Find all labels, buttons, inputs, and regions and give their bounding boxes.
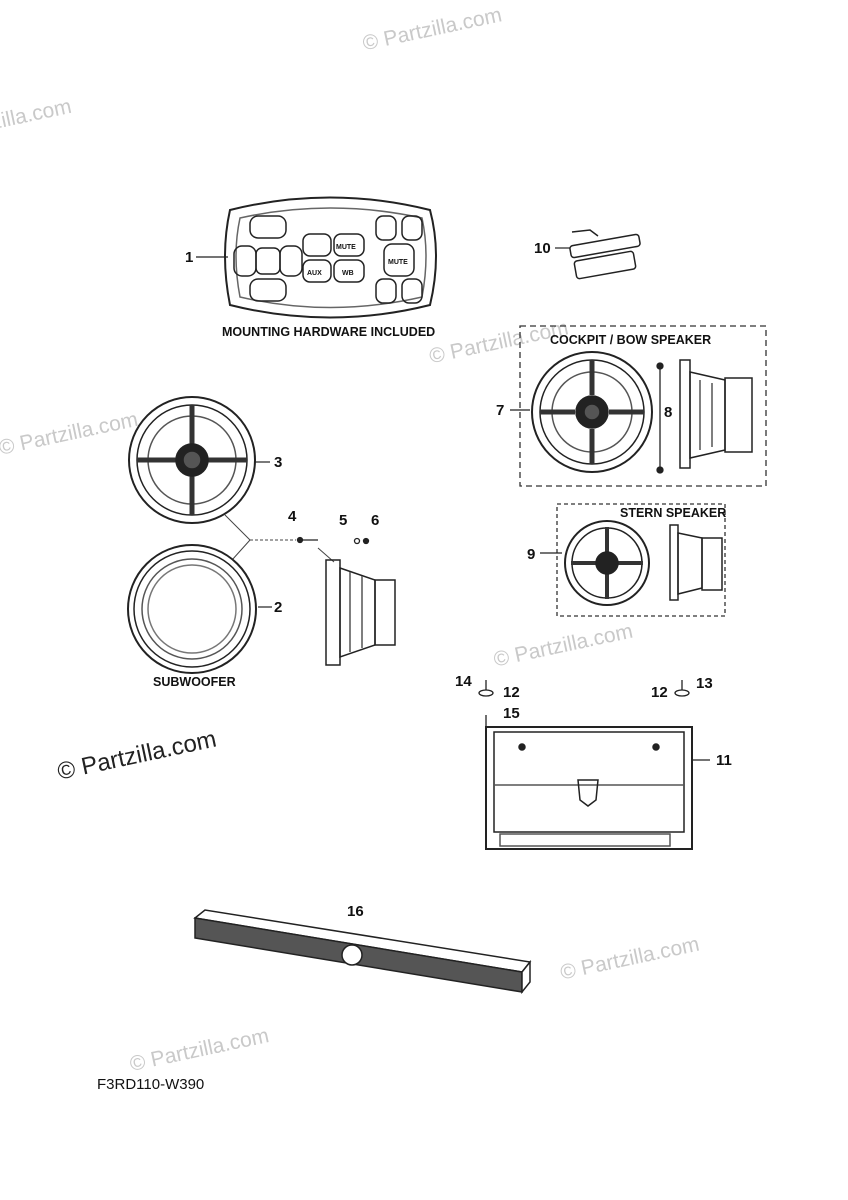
- callout-5: 5: [339, 512, 347, 529]
- callout-10: 10: [534, 240, 551, 257]
- callout-14: 14: [455, 673, 472, 690]
- callout-12-right: 12: [651, 684, 668, 701]
- caption-subwoofer: SUBWOOFER: [153, 675, 236, 689]
- watermark: © Partzilla.com: [492, 620, 635, 672]
- watermark: © Partzilla.com: [558, 933, 701, 985]
- subwoofer-side: [325, 559, 396, 666]
- remote-wb: WB: [342, 270, 354, 277]
- watermark: © Partzilla.com: [361, 3, 504, 55]
- caption-stern-speaker: STERN SPEAKER: [620, 506, 726, 520]
- callout-2: 2: [274, 599, 282, 616]
- subwoofer-grille: [128, 396, 270, 524]
- callout-11: 11: [716, 752, 732, 769]
- remote-control: [196, 196, 437, 319]
- cockpit-speaker-front: [510, 351, 653, 473]
- callout-9: 9: [527, 546, 535, 563]
- sound-bar: [193, 909, 532, 995]
- cockpit-speaker-box: [519, 325, 767, 487]
- remote-mute-left: MUTE: [336, 244, 356, 251]
- watermark-dark: © Partzilla.com: [55, 726, 219, 786]
- watermark: © Partzilla.com: [0, 408, 140, 460]
- cockpit-screw: [656, 362, 664, 474]
- callout-7: 7: [496, 402, 504, 419]
- callout-3: 3: [274, 454, 282, 471]
- callout-8: 8: [664, 404, 672, 421]
- callout-4: 4: [288, 508, 297, 525]
- stern-speaker-front: [540, 520, 650, 606]
- watermark: © Partzilla.com: [427, 316, 570, 368]
- callout-15: 15: [503, 705, 520, 722]
- watermark: © Partzilla.com: [0, 95, 74, 147]
- remote-mute-right: MUTE: [388, 259, 408, 266]
- callout-12-left: 12: [503, 684, 520, 701]
- callout-13: 13: [696, 675, 713, 692]
- stern-speaker-box: [556, 503, 726, 617]
- caption-mounting-hardware: MOUNTING HARDWARE INCLUDED: [222, 325, 435, 339]
- wire-harness: [555, 229, 641, 280]
- callout-6: 6: [371, 512, 379, 529]
- subwoofer: [127, 544, 272, 674]
- stern-speaker-side: [669, 524, 723, 601]
- leader-lines: [224, 514, 335, 563]
- caption-cockpit-speaker: COCKPIT / BOW SPEAKER: [550, 333, 711, 347]
- remote-aux: AUX: [307, 270, 322, 277]
- amplifier-washers: [478, 680, 690, 727]
- callout-1: 1: [185, 249, 193, 266]
- callout-16: 16: [347, 903, 364, 920]
- screw-hardware: [296, 536, 370, 545]
- amplifier: [485, 726, 710, 850]
- callouts: 1 2 3 4 5 6 7 8 9 10 11 12 12 13 14 15 1…: [185, 240, 732, 920]
- cockpit-speaker-side: [679, 359, 753, 469]
- watermark: © Partzilla.com: [128, 1024, 271, 1076]
- remote-button-labels: MUTE AUX WB MUTE: [307, 244, 408, 277]
- diagram-code: F3RD110-W390: [97, 1076, 204, 1093]
